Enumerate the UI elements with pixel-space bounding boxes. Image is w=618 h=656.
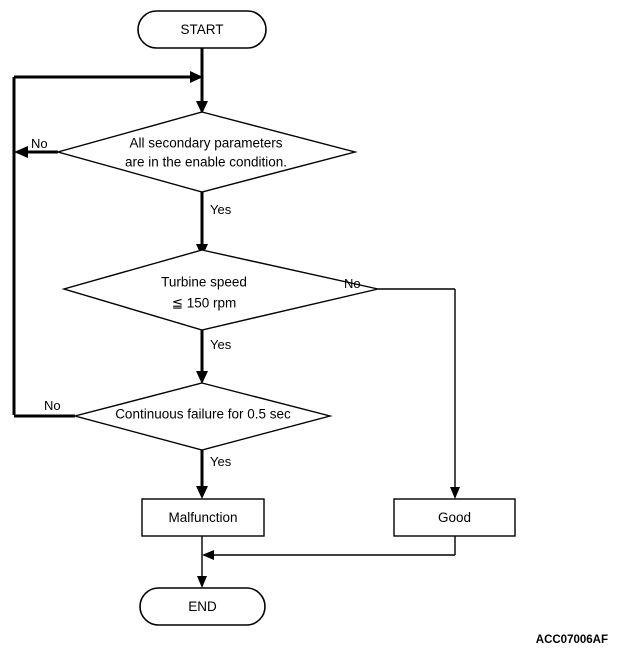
node-decision2-line2: ≦ 150 rpm bbox=[172, 296, 237, 311]
node-good-label: Good bbox=[438, 510, 471, 525]
edge-label-decision3-no: No bbox=[44, 398, 61, 413]
edge-decision2-yes bbox=[196, 330, 208, 384]
node-decision2-line1: Turbine speed bbox=[161, 275, 247, 290]
edge-label-decision1-yes: Yes bbox=[210, 202, 232, 217]
node-malfunction[interactable]: Malfunction bbox=[141, 498, 265, 537]
edge-label-decision1-no: No bbox=[31, 136, 48, 151]
edge-decision1-no bbox=[14, 146, 58, 158]
edge-malfunction-to-end bbox=[197, 536, 207, 588]
node-malfunction-label: Malfunction bbox=[168, 510, 237, 525]
edge-decision1-yes bbox=[196, 192, 208, 257]
node-start[interactable]: START bbox=[137, 10, 267, 49]
node-decision1-line2: are in the enable condition. bbox=[125, 155, 287, 170]
edge-label-decision2-yes: Yes bbox=[210, 337, 232, 352]
edge-return-bus bbox=[12, 71, 203, 415]
edge-decision3-yes bbox=[196, 450, 208, 499]
edge-start-to-decision1 bbox=[196, 48, 208, 114]
node-decision-continuous-failure[interactable]: Continuous failure for 0.5 sec bbox=[72, 382, 333, 451]
node-end[interactable]: END bbox=[139, 587, 266, 626]
figure-caption: ACC07006AF bbox=[536, 634, 608, 646]
node-good[interactable]: Good bbox=[393, 498, 516, 537]
node-decision-secondary-parameters[interactable]: All secondary parameters are in the enab… bbox=[55, 111, 358, 193]
node-decision-turbine-speed[interactable]: Turbine speed ≦ 150 rpm bbox=[61, 249, 379, 331]
node-decision3-line1: Continuous failure for 0.5 sec bbox=[115, 407, 291, 422]
node-end-label: END bbox=[188, 599, 217, 614]
edge-label-decision3-yes: Yes bbox=[210, 454, 232, 469]
edge-label-decision2-no: No bbox=[344, 276, 361, 291]
node-start-label: START bbox=[180, 22, 223, 37]
edge-decision2-no bbox=[378, 288, 460, 499]
edge-good-to-end bbox=[202, 536, 456, 560]
node-decision1-line1: All secondary parameters bbox=[129, 136, 282, 151]
